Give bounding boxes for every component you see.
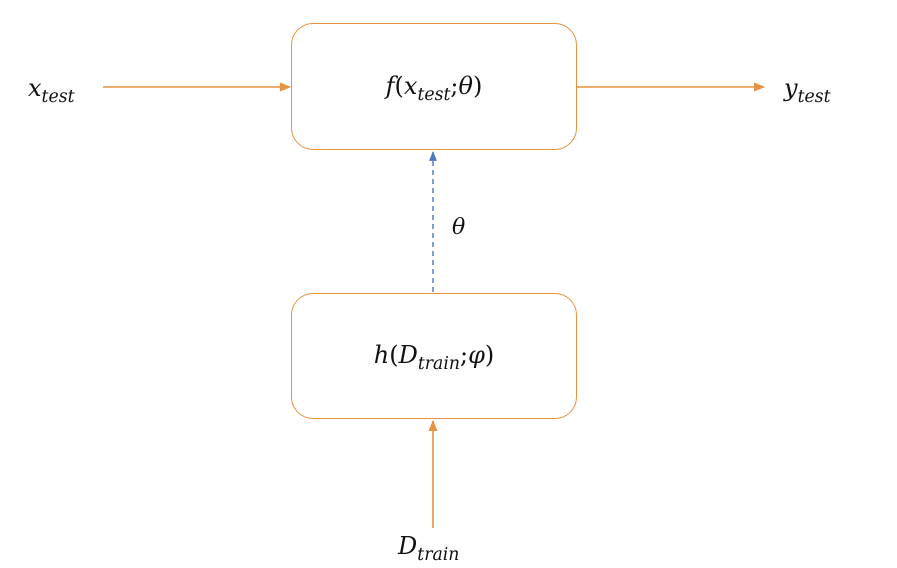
fn-name: f (385, 71, 395, 100)
model-f-expression: f(xtest;θ) (292, 71, 576, 103)
output-base: y (784, 74, 798, 102)
separator: ; (459, 340, 469, 369)
arg-base: x (403, 71, 418, 100)
paren-open: ( (389, 340, 399, 369)
paren-close: ) (472, 71, 483, 100)
separator: ; (450, 71, 459, 100)
output-label: ytest (784, 74, 831, 106)
train-base: D (398, 532, 418, 560)
train-label: Dtrain (398, 532, 459, 564)
model-box-f: f(xtest;θ) (291, 23, 577, 150)
arg-sub: train (417, 353, 460, 374)
output-sub: test (797, 87, 831, 108)
param-symbol: θ (458, 71, 473, 100)
arg-sub: test (417, 84, 451, 105)
learner-box-h: h(Dtrain;φ) (291, 293, 577, 419)
input-sub: test (41, 87, 75, 108)
input-label: xtest (28, 74, 75, 106)
fn-name: h (373, 340, 390, 369)
param-symbol: φ (468, 340, 485, 369)
input-base: x (28, 74, 42, 102)
learner-h-expression: h(Dtrain;φ) (292, 340, 576, 373)
paren-open: ( (394, 71, 404, 100)
arg-base: D (398, 340, 418, 369)
train-sub: train (417, 545, 460, 566)
paren-close: ) (484, 340, 495, 369)
theta-label: θ (452, 215, 466, 240)
